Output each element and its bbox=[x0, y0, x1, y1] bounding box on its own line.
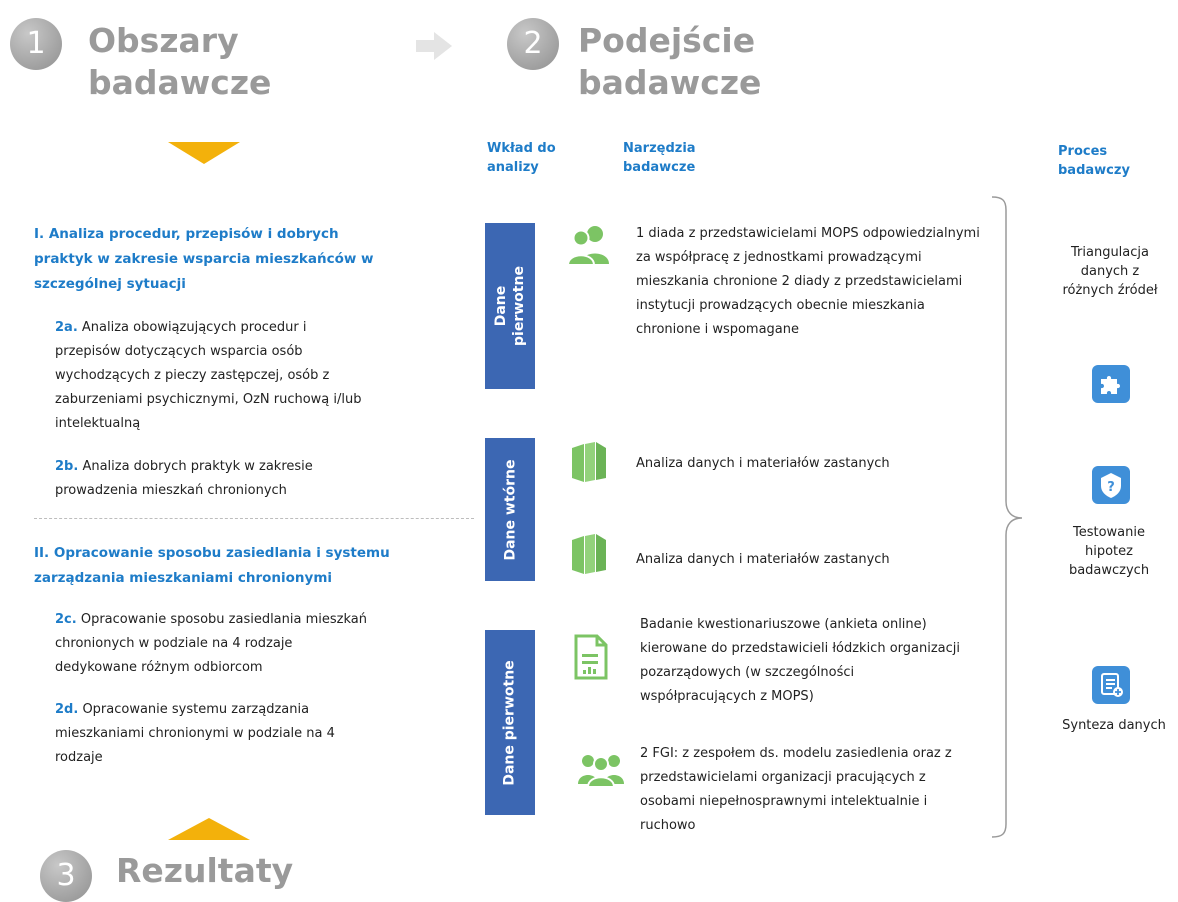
step-3-title: Rezultaty bbox=[116, 851, 294, 890]
down-arrow-icon bbox=[168, 142, 240, 164]
header-narzedzia: Narzędzia badawcze bbox=[623, 141, 696, 175]
section-1-title: I. Analiza procedur, przepisów i dobrych… bbox=[34, 226, 374, 292]
item-2a: 2a. Analiza obowiązujących procedur i pr… bbox=[55, 316, 375, 436]
item-2a-id: 2a. bbox=[55, 320, 78, 335]
section-2-title: II. Opracowanie sposobu zasiedlania i sy… bbox=[34, 545, 390, 586]
tool-ankieta: Badanie kwestionariuszowe (ankieta onlin… bbox=[640, 617, 961, 704]
group-icon bbox=[578, 755, 624, 788]
tool-analiza-2: Analiza danych i materiałów zastanych bbox=[636, 552, 890, 567]
item-2b: 2b. Analiza dobrych praktyk w zakresie p… bbox=[55, 455, 375, 503]
item-2b-id: 2b. bbox=[55, 459, 79, 474]
tool-diady: 1 diada z przedstawicielami MOPS odpowie… bbox=[636, 226, 980, 337]
process-triangulacja: Triangulacja danych z różnych źródeł bbox=[1062, 245, 1158, 298]
step-3-number: 3 bbox=[40, 850, 92, 902]
step-2-title: Podejście badawcze bbox=[578, 21, 762, 102]
people-icon bbox=[566, 226, 609, 266]
process-synteza: Synteza danych bbox=[1062, 718, 1166, 733]
item-2b-text: Analiza dobrych praktyk w zakresie prowa… bbox=[55, 459, 313, 498]
item-2d: 2d. Opracowanie systemu zarządzania mies… bbox=[55, 698, 375, 770]
svg-text:?: ? bbox=[1107, 480, 1115, 495]
up-arrow-icon bbox=[168, 818, 250, 840]
right-arrow-icon bbox=[416, 32, 452, 60]
step-2-number: 2 bbox=[507, 18, 559, 70]
item-2c-text: Opracowanie sposobu zasiedlania mieszkań… bbox=[55, 612, 367, 675]
books-icon bbox=[572, 442, 606, 482]
bar-dane-wtorne: Dane wtórne bbox=[485, 438, 535, 581]
puzzle-icon bbox=[1092, 365, 1130, 403]
bar-dane-pierwotne-1: Dane pierwotne bbox=[485, 223, 535, 389]
section-divider bbox=[34, 518, 474, 519]
header-proces: Proces badawczy bbox=[1058, 144, 1130, 178]
questionnaire-icon bbox=[574, 634, 608, 680]
item-2d-text: Opracowanie systemu zarządzania mieszkan… bbox=[55, 702, 335, 765]
question-icon: ? bbox=[1092, 466, 1130, 504]
item-2c: 2c. Opracowanie sposobu zasiedlania mies… bbox=[55, 608, 375, 680]
tool-analiza-1: Analiza danych i materiałów zastanych bbox=[636, 456, 890, 471]
bracket bbox=[991, 196, 1023, 838]
process-testowanie: Testowanie hipotez badawczych bbox=[1068, 525, 1150, 578]
item-2a-text: Analiza obowiązujących procedur i przepi… bbox=[55, 320, 362, 431]
synthesis-icon bbox=[1092, 666, 1130, 704]
item-2c-id: 2c. bbox=[55, 612, 77, 627]
books-icon-2 bbox=[572, 534, 606, 574]
step-1-title: Obszary badawcze bbox=[88, 21, 272, 102]
header-wklad: Wkład do analizy bbox=[487, 141, 556, 175]
bar-dane-pierwotne-2: Dane pierwotne bbox=[485, 630, 535, 815]
step-1-number: 1 bbox=[10, 18, 62, 70]
tool-fgi: 2 FGI: z zespołem ds. modelu zasiedlenia… bbox=[640, 746, 952, 833]
item-2d-id: 2d. bbox=[55, 702, 79, 717]
